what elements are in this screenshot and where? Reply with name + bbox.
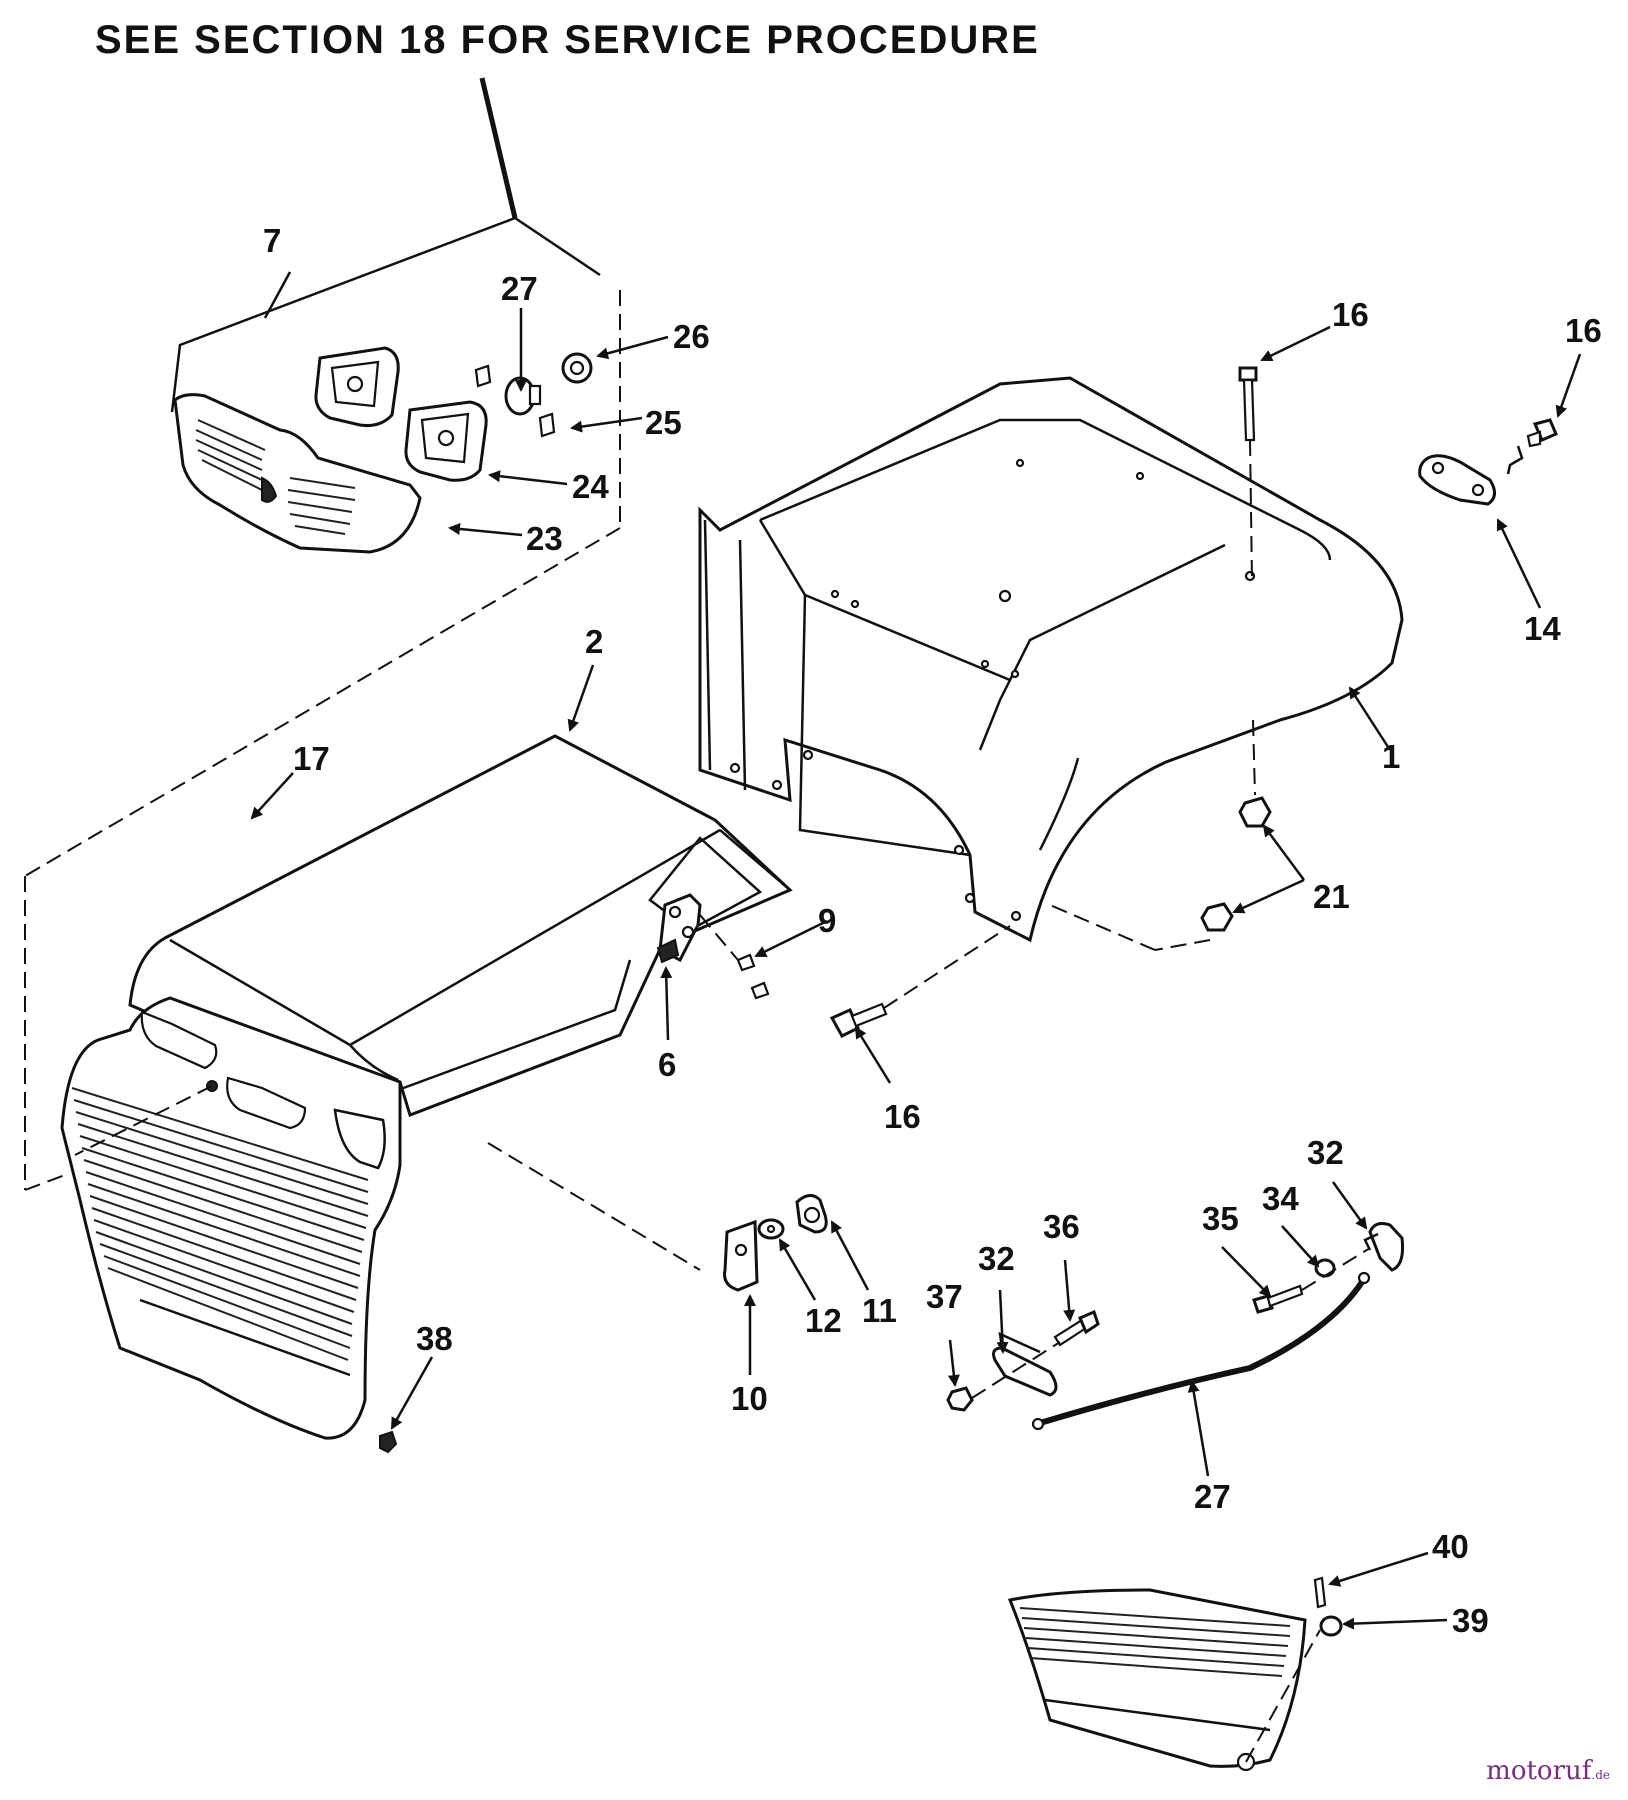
- nut-38: [379, 1430, 398, 1454]
- bulb-26: [504, 376, 542, 416]
- callout-22: 23: [526, 520, 563, 557]
- callout-10: 10: [731, 1380, 768, 1417]
- callout-39: 39: [1452, 1602, 1489, 1639]
- callout-9: 7: [263, 222, 281, 259]
- callout-21: 21: [1313, 878, 1350, 915]
- bolt-16-top: [1238, 366, 1258, 796]
- clip-24a: [474, 364, 492, 388]
- light-lens-22: [173, 393, 422, 554]
- bolt-35: [1252, 1284, 1304, 1314]
- grille-17: [60, 996, 402, 1440]
- washer-34: [1314, 1258, 1336, 1278]
- page-title: SEE SECTION 18 FOR SERVICE PROCEDURE: [95, 18, 1040, 62]
- callout-12: 12: [805, 1302, 842, 1339]
- socket-25: [561, 352, 593, 384]
- nut-37: [946, 1386, 974, 1412]
- watermark: motoruf.de: [1486, 1756, 1610, 1786]
- callout-32-left: 32: [978, 1240, 1015, 1277]
- callout-23: 24: [572, 468, 609, 505]
- light-bezel-23a: [314, 346, 400, 427]
- bracket-10: [723, 1219, 759, 1292]
- bolt-16-bottom: [829, 925, 1011, 1038]
- washer-12: [757, 1218, 785, 1240]
- screw-7b: [750, 981, 770, 1000]
- light-bezel-23b: [404, 400, 488, 482]
- wing-nut-11: [795, 1194, 828, 1234]
- callout-15: 16: [1565, 312, 1602, 349]
- callout-7: 9: [818, 902, 836, 939]
- callout-32-right: 32: [1307, 1134, 1344, 1171]
- inset-grille: [1007, 1588, 1321, 1772]
- callout-25: 26: [673, 318, 710, 355]
- pin-40: [1313, 1576, 1327, 1609]
- callout-1: 1: [1382, 738, 1400, 775]
- screw-7a: [736, 953, 756, 972]
- clamp-32-right: [1363, 1222, 1404, 1272]
- nut-21b: [1049, 902, 1234, 951]
- watermark-suffix: .de: [1591, 1768, 1610, 1782]
- callout-2: 2: [585, 623, 603, 660]
- latch-6: [656, 893, 702, 964]
- callout-34: 34: [1262, 1180, 1299, 1217]
- callout-24: 25: [645, 404, 682, 441]
- callout-40: 40: [1432, 1528, 1469, 1565]
- group-9-bracket: [24, 77, 621, 877]
- fender-1: [698, 376, 1404, 943]
- callout-38: 38: [416, 1320, 453, 1357]
- watermark-text: motoruf: [1486, 1756, 1592, 1786]
- callout-35: 35: [1202, 1200, 1239, 1237]
- washer-39: [1319, 1615, 1343, 1637]
- clip-24b: [538, 412, 556, 438]
- callout-36: 36: [1043, 1208, 1080, 1245]
- screw-36: [1053, 1309, 1100, 1347]
- callout-16-top: 16: [1332, 296, 1369, 333]
- leader-arrows: [250, 271, 1582, 1630]
- callout-27: 27: [1194, 1478, 1231, 1515]
- callout-16-bottom: 16: [884, 1098, 921, 1135]
- callout-37: 37: [926, 1278, 963, 1315]
- callout-6: 6: [658, 1046, 676, 1083]
- cable-27: [1031, 1271, 1371, 1431]
- nut-21a: [1238, 796, 1272, 828]
- screw-15: [1506, 418, 1558, 475]
- plate-14: [1418, 454, 1496, 506]
- callout-14: 14: [1524, 610, 1561, 647]
- callout-17: 17: [293, 740, 330, 777]
- callout-11: 11: [862, 1292, 897, 1329]
- callout-26: 27: [501, 270, 538, 307]
